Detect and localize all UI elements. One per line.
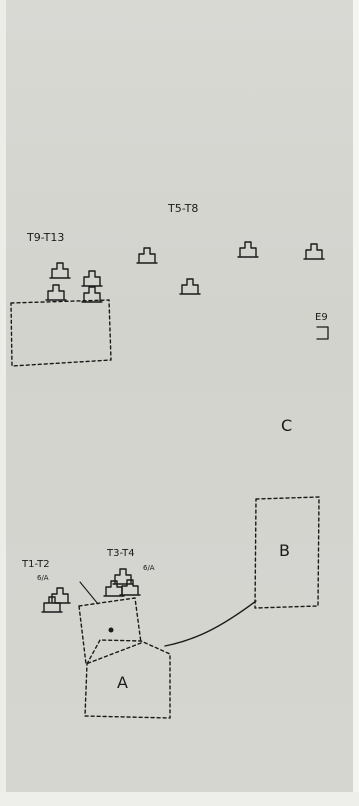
table-icon <box>304 244 324 259</box>
table-icon <box>180 279 200 294</box>
label-t1-t2: T1-T2 <box>21 559 50 570</box>
stage-box <box>11 300 111 366</box>
table-icon <box>50 588 70 603</box>
table-icon <box>82 287 102 302</box>
small-box-dot <box>109 628 114 633</box>
small-box-tick <box>80 582 98 604</box>
label-t5-t8: T5-T8 <box>167 202 198 215</box>
table-icon <box>238 242 258 257</box>
table-icon <box>50 263 70 278</box>
label-t3-t4-note: 6/A <box>143 564 155 572</box>
label-a: A <box>117 673 128 692</box>
table-icon <box>82 271 102 286</box>
label-t1-t2-note: 6/A <box>37 574 49 582</box>
table-icon <box>137 248 157 263</box>
label-c: C <box>281 416 292 435</box>
table-icon <box>113 569 133 584</box>
table-icon <box>46 285 66 300</box>
label-b: B <box>279 541 290 560</box>
table-icon <box>104 581 124 596</box>
label-t9-t13: T9-T13 <box>26 231 64 244</box>
label-e9: E9 <box>315 312 328 323</box>
table-icon <box>120 580 140 595</box>
connector-a-b <box>165 601 256 646</box>
e9-marker <box>317 327 328 339</box>
label-t3-t4: T3-T4 <box>106 548 135 559</box>
